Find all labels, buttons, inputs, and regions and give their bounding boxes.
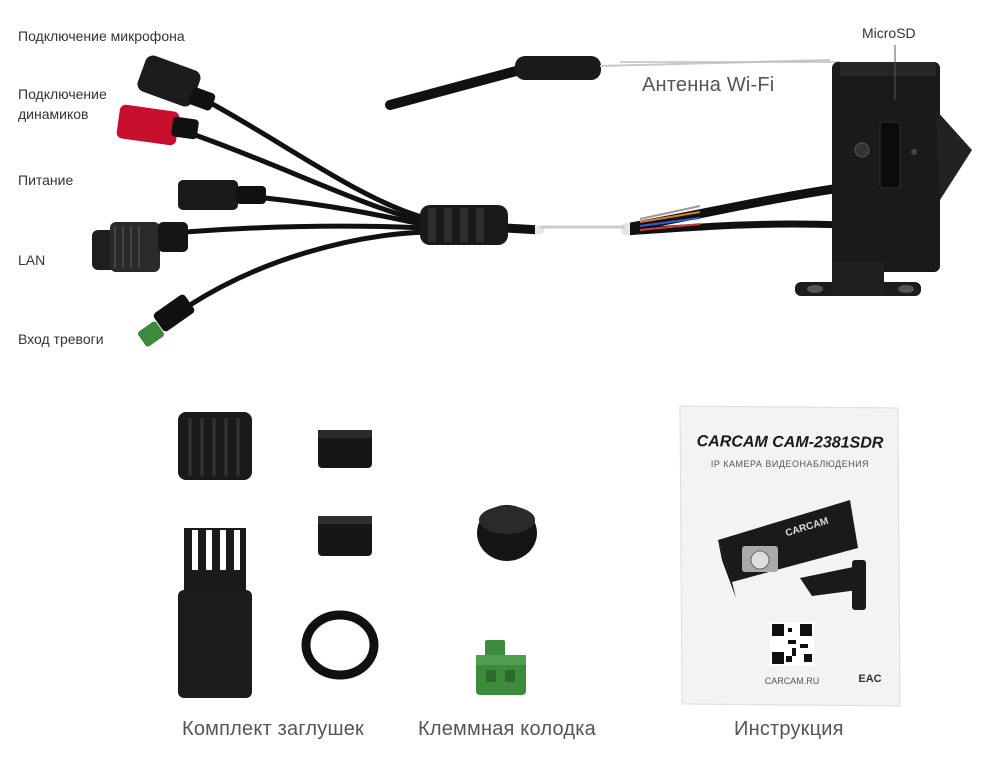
- label-antenna: Антенна Wi-Fi: [642, 74, 775, 96]
- label-power: Питание: [18, 172, 74, 188]
- label-microsd: MicroSD: [862, 25, 916, 41]
- power-connector: [178, 180, 266, 210]
- booklet-qr-code: [770, 622, 814, 666]
- caption-manual: Инструкция: [734, 718, 844, 740]
- booklet-site: CARCAM.RU: [764, 676, 820, 686]
- label-speaker-line1: Подключение: [18, 86, 107, 102]
- o-ring: [301, 610, 379, 680]
- rubber-seal-top: [318, 430, 372, 468]
- label-alarm: Вход тревоги: [18, 331, 104, 347]
- colored-wires: [639, 205, 701, 231]
- plug-cap: [178, 412, 252, 480]
- microphone-connector: [137, 55, 216, 111]
- rubber-seal-middle: [318, 516, 372, 556]
- terminal-block: [476, 640, 526, 695]
- plug-gland: [178, 528, 252, 698]
- cable-bundle: [182, 97, 845, 308]
- alarm-connector: [138, 294, 195, 347]
- caption-terminal: Клеммная колодка: [418, 718, 596, 740]
- cable-junction-boot: [420, 205, 508, 245]
- round-plug: [477, 505, 537, 561]
- booklet-eac-mark: EAC: [858, 673, 882, 685]
- instruction-booklet: [679, 405, 901, 707]
- caption-plugs: Комплект заглушек: [182, 718, 364, 740]
- booklet-camera-illustration: [718, 500, 866, 610]
- speaker-connector: [116, 104, 199, 146]
- wifi-antenna: [385, 56, 840, 110]
- label-lan: LAN: [18, 252, 46, 268]
- camera-body: [795, 62, 972, 296]
- booklet-subtitle: IP КАМЕРА ВИДЕОНАБЛЮДЕНИЯ: [710, 459, 870, 469]
- lan-connector: [92, 222, 188, 272]
- label-speaker-line2: динамиков: [18, 106, 89, 122]
- label-microphone: Подключение микрофона: [18, 28, 185, 44]
- booklet-title: CARCAM CAM-2381SDR: [696, 433, 884, 452]
